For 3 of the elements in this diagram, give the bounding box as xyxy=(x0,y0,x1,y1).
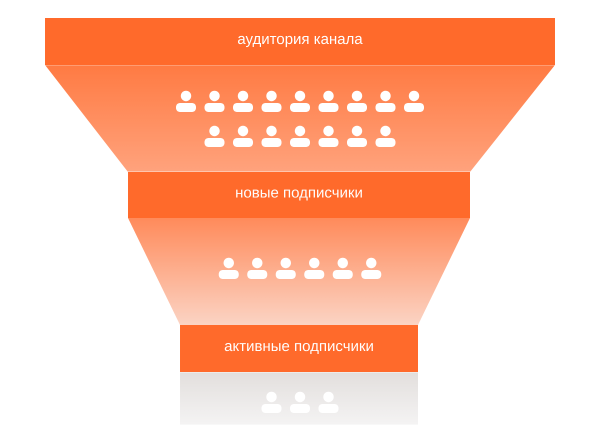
funnel-band: новые подписчики xyxy=(128,172,470,218)
funnel-band: аудитория канала xyxy=(45,18,555,65)
funnel-band: активные подписчики xyxy=(180,325,418,372)
